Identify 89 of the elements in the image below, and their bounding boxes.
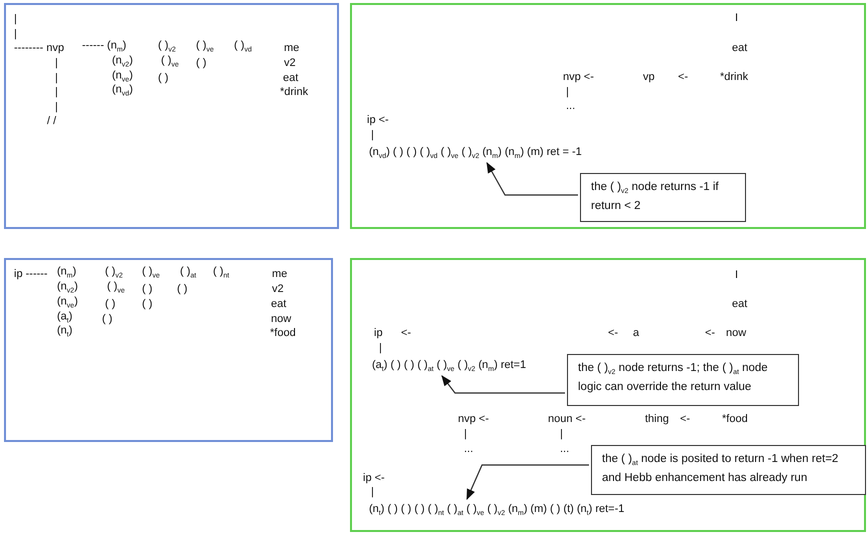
parse-text: me (284, 41, 300, 55)
sequence-text: (a$_{t}$) ( ) ( ) ( )$_{at}$ ( )$_{ve}$ ( )$_{v2}$ (n$_{m}$) ret=1 (372, 358, 572, 377)
panel (4, 258, 333, 442)
parse-text: | (55, 85, 58, 99)
parse-text: *drink (280, 85, 308, 99)
parse-text: (n$_{ve}$) (57, 294, 78, 312)
arrow (486, 162, 578, 196)
parse-text: *drink (720, 70, 748, 84)
parse-text: (n$_{t}$) (57, 324, 72, 340)
parse-text: now (271, 312, 292, 326)
parse-text: ( ) (105, 297, 116, 311)
parse-text: | (371, 128, 374, 142)
parse-text: (n$_{vd}$) (112, 82, 133, 100)
parse-text: v2 (284, 56, 296, 70)
parse-text: ( )$_{ve}$ (107, 280, 125, 296)
parse-text: v2 (272, 282, 284, 296)
parse-text: (n$_{v2}$) (112, 54, 133, 70)
parse-text: <- (401, 326, 412, 340)
parse-text: ( ) (142, 297, 152, 311)
parse-text: (n$_{v2}$) (57, 280, 78, 296)
parse-text: vp (643, 70, 655, 84)
parse-text: ( )$_{nt}$ (213, 264, 230, 282)
callout-box (567, 354, 799, 406)
parse-text: ( ) (142, 282, 152, 296)
parse-text: / / (47, 114, 56, 128)
parse-text: *food (722, 412, 748, 426)
parse-text: | (379, 341, 382, 355)
parse-text: I (735, 268, 738, 282)
parse-text: | (371, 485, 374, 499)
parse-text: *food (270, 326, 296, 340)
parse-text: <- (608, 326, 618, 340)
parse-text: ( ) (196, 56, 206, 70)
parse-text: | (55, 71, 58, 85)
parse-text: | (560, 427, 563, 441)
sequence-text: (n$_{vd}$) ( ) ( ) ( )$_{vd}$ ( )$_{ve}$ ( )$_{v2}$ (n$_{m}$) (n$_{m}$) (m) ret = -1 (369, 145, 629, 164)
parse-text: nvp <- (563, 70, 594, 84)
parse-text: ( )$_{ve}$ (142, 264, 160, 282)
parse-text: | (566, 85, 569, 99)
sequence-text: (n$_{t}$) ( ) ( ) ( ) ( )$_{nt}$ ( )$_{at}$ ( )$_{ve}$ ( )$_{v2}$ (n$_{m}$) (m) ( ) (t) (n$_{t}$) ret=-1 (369, 502, 669, 521)
parse-text: ... (566, 99, 576, 113)
parse-text: (a$_{t}$) (57, 310, 72, 326)
arrow (466, 464, 589, 500)
parse-text: me (272, 267, 288, 281)
panel (350, 3, 866, 229)
parse-text: ( ) (177, 282, 188, 296)
parse-text: ip (374, 326, 383, 340)
parse-text: | (14, 12, 17, 26)
parse-text: noun <- (548, 412, 586, 426)
parse-text: ( )$_{ve}$ (161, 54, 179, 70)
parse-text: ( )$_{vd}$ (234, 38, 252, 56)
parse-text: ip ------ (14, 267, 48, 281)
parse-text: ( ) (158, 71, 168, 85)
panel (4, 3, 339, 229)
parse-text: ------ (n$_{m}$) (82, 38, 126, 56)
parse-text: ( ) (102, 312, 112, 326)
parse-text: thing (645, 412, 669, 426)
parse-text: now (726, 326, 746, 340)
parse-text: ... (464, 442, 474, 456)
parse-text: | (14, 27, 17, 41)
parse-text: (n$_{m}$) (57, 264, 76, 282)
parse-text: ip <- (363, 471, 385, 485)
callout-text: the ( )$_{v2}$ node returns -1; the ( )$_{at}$ node logic can override the return value (578, 361, 769, 395)
parse-text: a (633, 326, 640, 340)
parse-text: ( )$_{at}$ (180, 264, 196, 282)
parse-text: <- (678, 70, 688, 84)
callout-text: the ( )$_{v2}$ node returns -1 if return < 2 (591, 180, 720, 214)
callout-box (591, 445, 866, 495)
callout-text: the ( )$_{at}$ node is posited to return -1 when ret=2 and Hebb enhancement has already run (602, 452, 840, 486)
parse-text: -------- nvp (14, 41, 64, 55)
panel (350, 258, 866, 532)
parse-text: ( )$_{ve}$ (196, 38, 214, 56)
parse-text: ip <- (367, 113, 389, 127)
parse-text: ( )$_{v2}$ (105, 264, 123, 282)
arrow (441, 375, 565, 394)
parse-text: ( )$_{v2}$ (158, 38, 176, 56)
parse-text: I (735, 11, 738, 25)
parse-text: | (55, 100, 58, 114)
parse-text: (n$_{ve}$) (112, 68, 133, 84)
parse-text: nvp <- (458, 412, 489, 426)
parse-text: eat (732, 41, 748, 55)
parse-text: | (464, 427, 467, 441)
parse-text: eat (271, 297, 286, 311)
parse-text: <- (705, 326, 716, 340)
parse-text: | (55, 56, 58, 70)
callout-box (580, 173, 746, 222)
parse-text: eat (283, 71, 298, 85)
parse-text: ... (560, 442, 570, 456)
parse-text: <- (680, 412, 690, 426)
parse-text: eat (732, 297, 748, 311)
